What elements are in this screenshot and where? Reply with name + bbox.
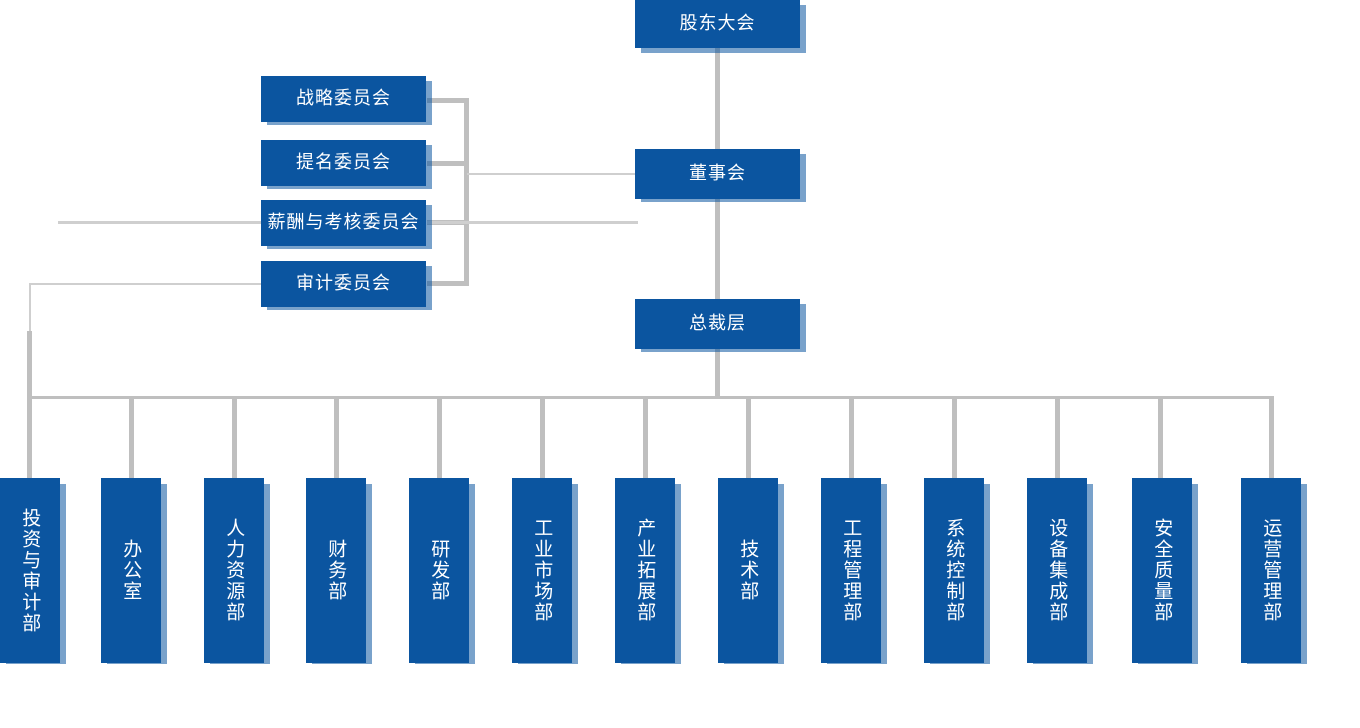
connector-audit-left-horizontal (29, 283, 261, 285)
connector-compensation-left-line (58, 221, 262, 224)
node-committee-audit[interactable]: 审计委员会 (261, 261, 426, 307)
node-dept-equipment-integration[interactable]: 设备集成部 (1027, 478, 1087, 663)
node-president-level[interactable]: 总裁层 (635, 299, 800, 349)
connector-departments-bus (27, 396, 1274, 399)
connector-audit-left-vertical-lower (27, 331, 32, 400)
connector-audit-left-vertical-upper (29, 283, 31, 331)
node-dept-engineering-management[interactable]: 工程管理部 (821, 478, 881, 663)
connector-drop-dept-2 (129, 396, 134, 480)
node-dept-research-development[interactable]: 研发部 (409, 478, 469, 663)
connector-drop-dept-8 (746, 396, 751, 480)
connector-drop-dept-12 (1158, 396, 1163, 480)
node-committee-strategy[interactable]: 战略委员会 (261, 76, 426, 122)
node-dept-industry-expansion[interactable]: 产业拓展部 (615, 478, 675, 663)
node-dept-finance[interactable]: 财务部 (306, 478, 366, 663)
node-committee-compensation-assessment[interactable]: 薪酬与考核委员会 (261, 200, 426, 246)
connector-drop-dept-9 (849, 396, 854, 480)
node-dept-industrial-market[interactable]: 工业市场部 (512, 478, 572, 663)
connector-drop-dept-13 (1269, 396, 1274, 480)
connector-committees-to-board (467, 173, 637, 175)
connector-committee-stub-4 (427, 281, 469, 286)
node-dept-operations-management[interactable]: 运营管理部 (1241, 478, 1301, 663)
node-dept-safety-quality[interactable]: 安全质量部 (1132, 478, 1192, 663)
node-shareholders-meeting[interactable]: 股东大会 (635, 0, 800, 48)
connector-shareholders-board (715, 48, 720, 149)
connector-committee-bus (464, 100, 469, 285)
connector-drop-dept-1 (27, 396, 32, 480)
connector-drop-dept-11 (1055, 396, 1060, 480)
node-dept-investment-audit[interactable]: 投资与审计部 (0, 478, 60, 663)
node-dept-system-control[interactable]: 系统控制部 (924, 478, 984, 663)
connector-drop-dept-4 (334, 396, 339, 480)
connector-board-president (715, 199, 720, 299)
node-dept-office[interactable]: 办公室 (101, 478, 161, 663)
node-dept-human-resources[interactable]: 人力资源部 (204, 478, 264, 663)
connector-drop-dept-3 (232, 396, 237, 480)
node-board-of-directors[interactable]: 董事会 (635, 149, 800, 199)
connector-president-bus (715, 349, 720, 398)
connector-committee-stub-2 (427, 161, 469, 166)
connector-drop-dept-10 (952, 396, 957, 480)
connector-drop-dept-6 (540, 396, 545, 480)
connector-committee-stub-1 (427, 98, 469, 103)
node-committee-nomination[interactable]: 提名委员会 (261, 140, 426, 186)
connector-drop-dept-5 (437, 396, 442, 480)
node-dept-technology[interactable]: 技术部 (718, 478, 778, 663)
connector-drop-dept-7 (643, 396, 648, 480)
connector-compensation-right-line (427, 221, 638, 224)
